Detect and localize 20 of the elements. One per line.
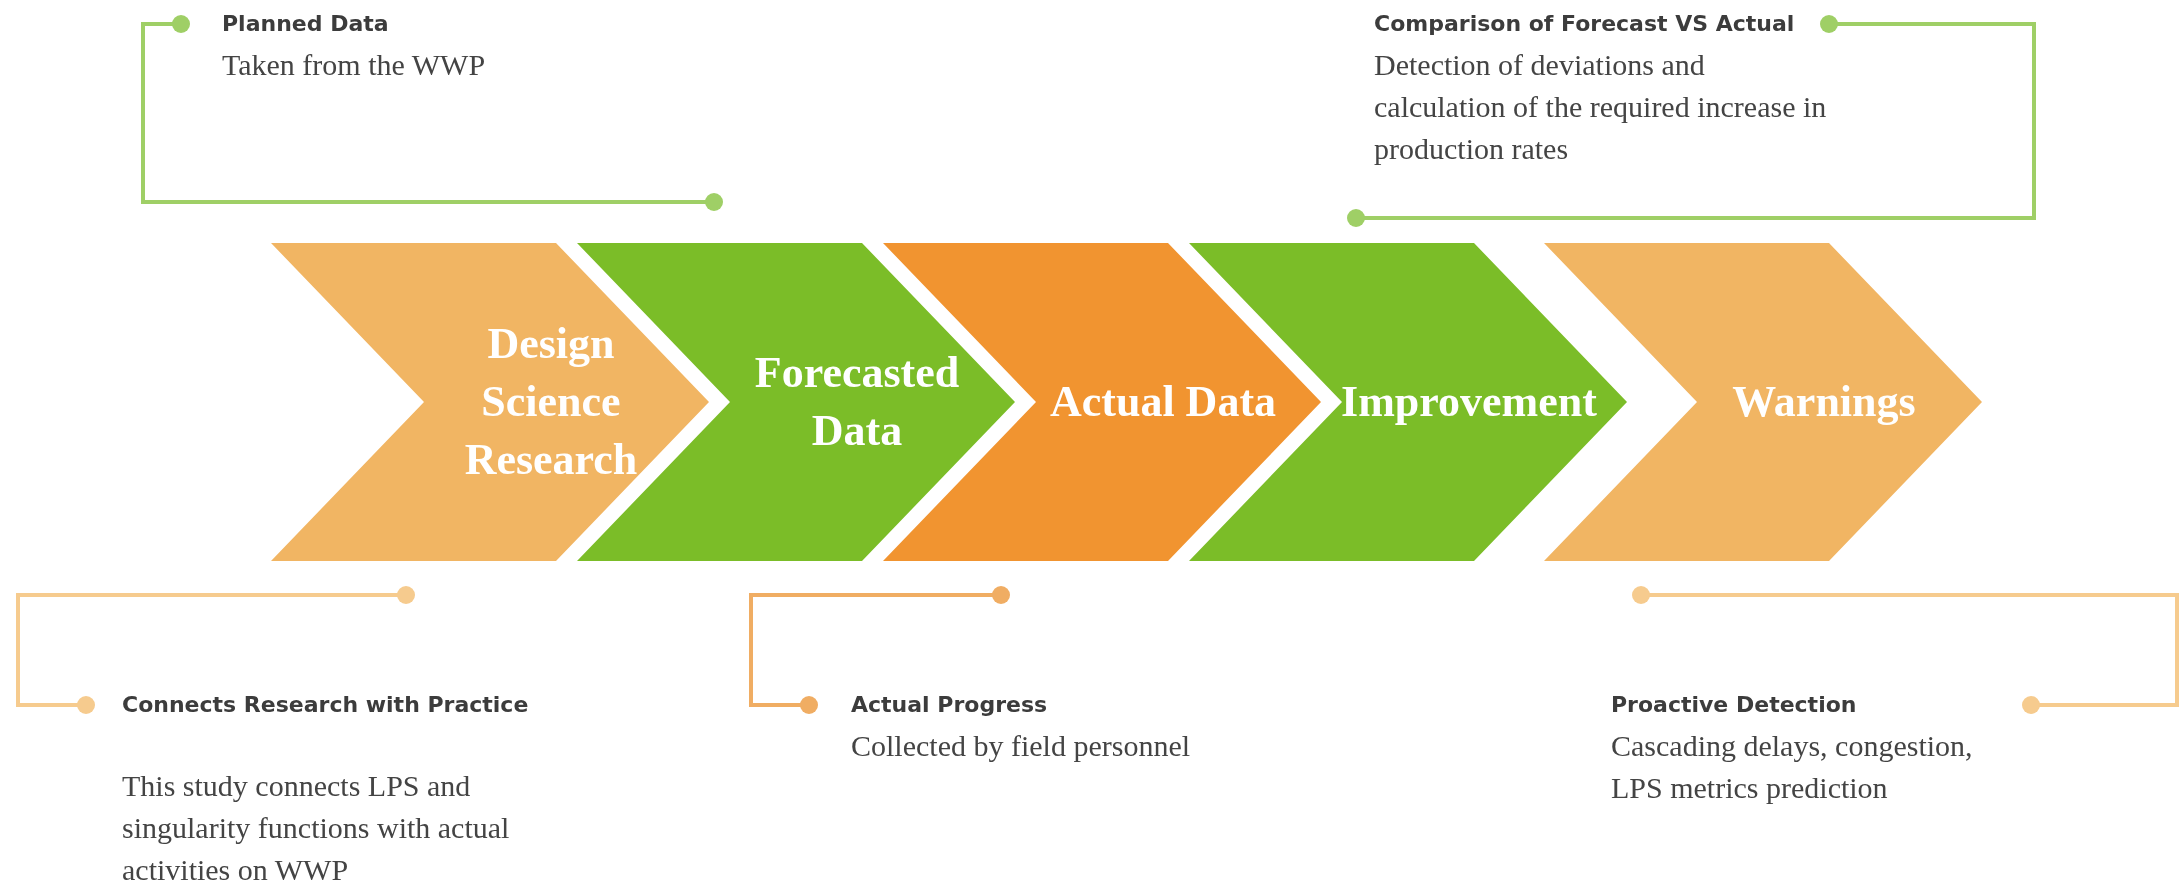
- leader-line: [141, 15, 723, 211]
- leader-line: [1347, 15, 2036, 227]
- chevron-label: Design Science Research: [463, 318, 639, 486]
- callout-text: Taken from the WWP: [222, 47, 487, 83]
- leader-line: [16, 586, 415, 714]
- chevron-label: Warnings: [1732, 376, 1916, 428]
- callout-text: Collected by field personnel: [851, 728, 1192, 764]
- leader-line: [749, 586, 1010, 714]
- callout-heading: Planned Data: [222, 10, 389, 38]
- chevron-label: Improvement: [1341, 376, 1597, 428]
- chevron-label: Forecasted Data: [753, 347, 961, 457]
- callout-text: This study connects LPS and singularity functions with actual activities on WWP: [122, 768, 511, 888]
- callout-heading: Proactive Detection: [1611, 691, 1857, 719]
- callout-text: Cascading delays, congestion, LPS metrics prediction: [1611, 728, 1974, 806]
- leader-line: [1632, 586, 2179, 714]
- callout-heading: Comparison of Forecast VS Actual: [1374, 10, 1795, 38]
- callout-text: Detection of deviations and calculation of the required increase in production rates: [1374, 47, 1828, 167]
- callout-heading: Actual Progress: [851, 691, 1048, 719]
- chevron-label: Actual Data: [1049, 376, 1277, 428]
- callout-heading: Connects Research with Practice: [122, 691, 529, 719]
